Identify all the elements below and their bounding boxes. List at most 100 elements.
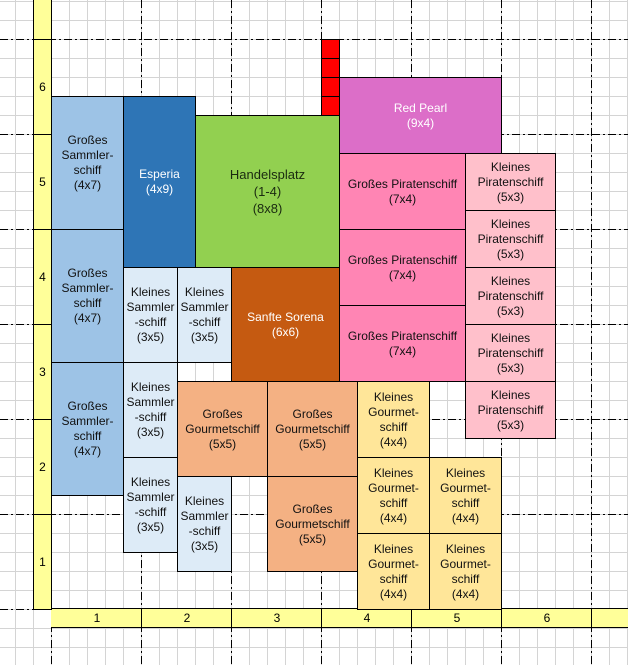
- x-axis-tick: [231, 608, 232, 628]
- x-axis-label: 6: [543, 611, 551, 625]
- block-label-line: Handelsplatz: [229, 167, 306, 182]
- block-label-line: Kleines: [445, 465, 486, 480]
- block-label-line: (7x4): [388, 191, 417, 206]
- blocked-cell: [321, 77, 340, 97]
- sanfte-sorena-block[interactable]: Sanfte Sorena(6x6): [231, 267, 340, 382]
- y-axis-label: 1: [39, 554, 46, 569]
- block-label-line: (1-4): [253, 184, 282, 199]
- block-label-line: Kleines: [184, 494, 225, 508]
- block-label-line: schiff: [73, 296, 102, 310]
- block-label-line: Kleines: [373, 465, 414, 480]
- esperia-block[interactable]: Esperia(4x9): [123, 96, 196, 268]
- y-axis-tick: [33, 229, 52, 230]
- block-label-line: Sammler: [126, 300, 175, 314]
- red-pearl-block[interactable]: Red Pearl(9x4): [339, 77, 502, 154]
- x-axis-label: 1: [93, 611, 101, 625]
- y-axis-tick: [33, 419, 52, 420]
- y-axis-label: 4: [39, 269, 46, 284]
- block-label-line: Sammler-: [61, 281, 114, 295]
- block-label-line: (4x4): [379, 510, 408, 525]
- block-label-line: -schiff: [188, 524, 221, 538]
- block-label-line: Großes: [67, 399, 108, 413]
- block-label-line: Kleines: [130, 380, 171, 394]
- block-label-line: Großes Piratenschiff: [347, 328, 458, 343]
- block-label-line: (4x4): [379, 586, 408, 601]
- blocked-cell: [321, 58, 340, 78]
- block-label-line: (4x7): [73, 311, 102, 325]
- block-label-line: (3x5): [190, 539, 219, 553]
- block-label-line: schiff: [73, 163, 102, 177]
- blocked-cell: [321, 96, 340, 116]
- y-axis-tick: [33, 134, 52, 135]
- grosses-piratenschiff-block[interactable]: Großes Piratenschiff(7x4): [339, 229, 466, 306]
- block-label-line: Kleines: [184, 285, 225, 299]
- block-label-line: -schiff: [134, 315, 167, 329]
- block-label-line: Kleines: [490, 159, 531, 174]
- block-label-line: Großes: [67, 266, 108, 280]
- block-label-line: Gourmetschiff: [275, 516, 350, 531]
- block-label-line: Piratenschiff: [477, 288, 544, 303]
- block-label-line: Piratenschiff: [477, 402, 544, 417]
- handelsplatz-block[interactable]: Handelsplatz(1-4)(8x8): [195, 115, 340, 268]
- block-label-line: Gourmet-: [368, 556, 419, 571]
- block-label-line: Kleines: [373, 389, 414, 404]
- y-axis-tick: [33, 324, 52, 325]
- block-label-line: (9x4): [406, 115, 435, 130]
- x-axis-label: 4: [363, 611, 371, 625]
- block-label-line: Sammler-: [61, 414, 114, 428]
- block-label-line: Gourmet-: [368, 404, 419, 419]
- x-axis-bar: [51, 608, 628, 628]
- grosses-piratenschiff-block[interactable]: Großes Piratenschiff(7x4): [339, 305, 466, 382]
- block-label-line: Kleines: [130, 475, 171, 489]
- y-axis-label: 6: [39, 79, 46, 94]
- block-label-line: (5x3): [496, 189, 525, 204]
- block-label-line: Großes Piratenschiff: [347, 252, 458, 267]
- block-label-line: Kleines: [373, 541, 414, 556]
- block-label-line: Sammler: [180, 300, 229, 314]
- x-axis-tick: [321, 608, 322, 628]
- x-axis-label: 5: [453, 611, 461, 625]
- block-label-line: Sammler: [126, 490, 175, 504]
- x-axis-tick: [501, 608, 502, 628]
- block-label-line: Gourmetschiff: [185, 421, 260, 436]
- block-label-line: schiff: [379, 571, 408, 586]
- block-label-line: (6x6): [271, 324, 300, 339]
- block-label-line: schiff: [73, 429, 102, 443]
- y-axis-label: 5: [39, 174, 46, 189]
- block-label-line: Kleines: [490, 330, 531, 345]
- block-label-line: Großes Piratenschiff: [347, 176, 458, 191]
- block-label-line: Großes: [292, 501, 333, 516]
- block-label-line: (4x9): [145, 182, 174, 196]
- blocked-cell: [321, 39, 340, 59]
- block-label-line: (4x4): [379, 434, 408, 449]
- block-label-line: (5x3): [496, 303, 525, 318]
- y-axis-tick: [33, 39, 52, 40]
- block-label-line: Kleines: [490, 273, 531, 288]
- y-axis-label: 2: [39, 459, 46, 474]
- block-label-line: (5x5): [208, 436, 237, 451]
- block-label-line: schiff: [379, 419, 408, 434]
- block-label-line: Gourmet-: [440, 556, 491, 571]
- grosses-piratenschiff-block[interactable]: Großes Piratenschiff(7x4): [339, 153, 466, 230]
